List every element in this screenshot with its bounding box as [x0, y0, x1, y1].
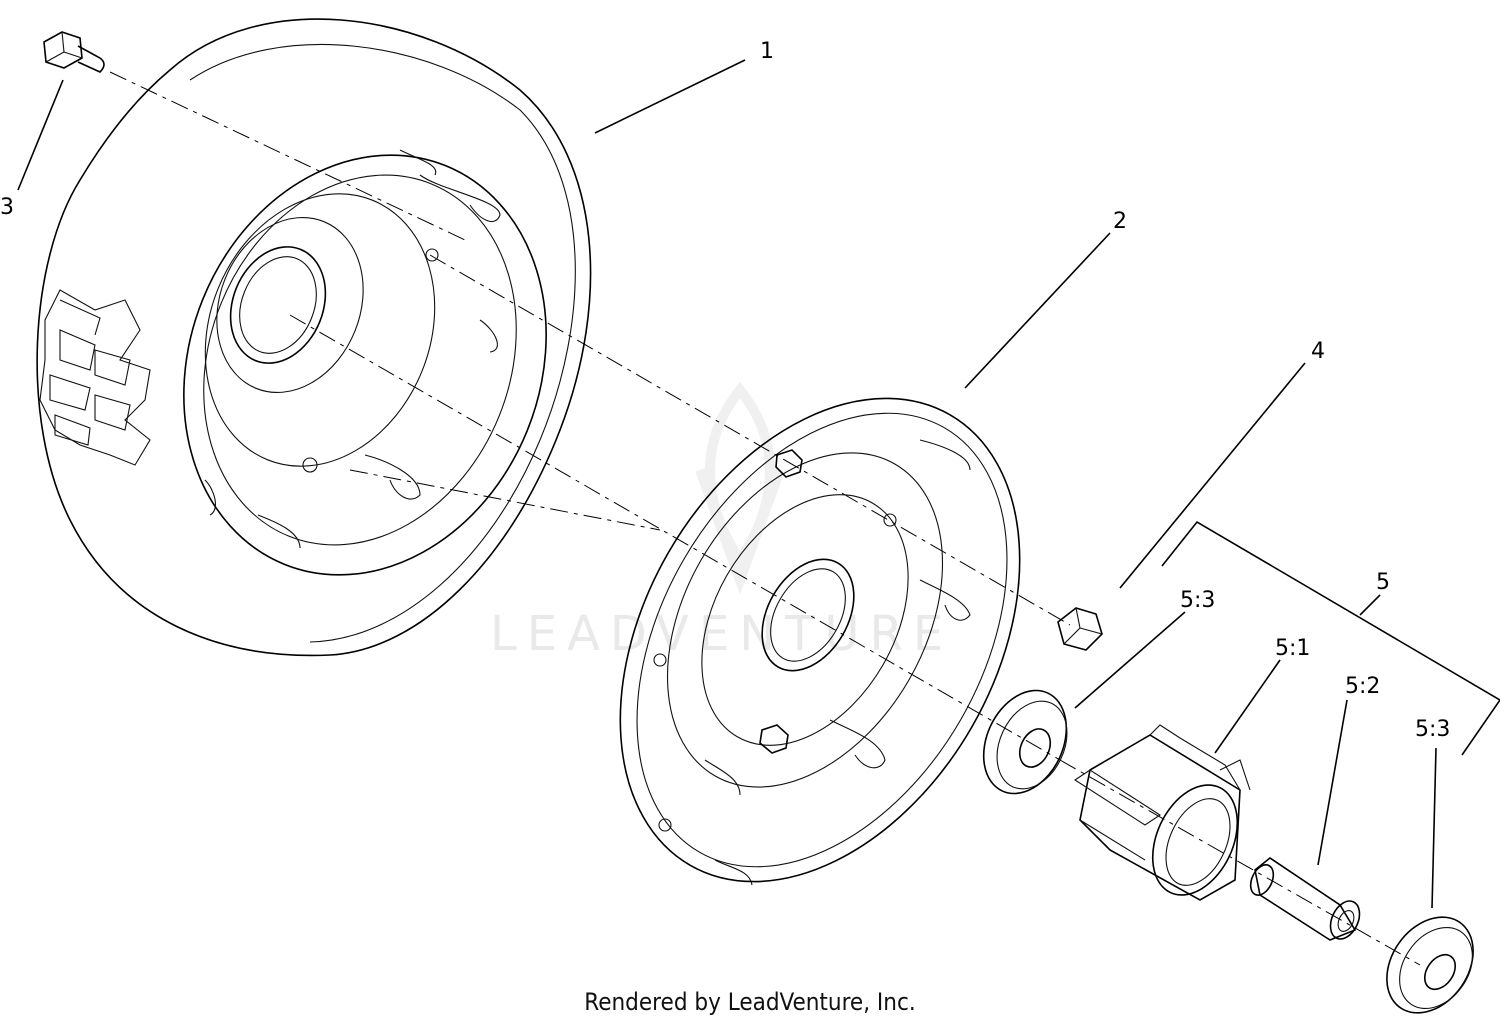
center-axis: [109, 71, 1421, 966]
callouts: 1 2 3 4 5 5:3 5:1 5:2 5:3: [0, 39, 1450, 742]
part-1-wheel-tire: [36, 18, 592, 657]
callout-5-2: 5:2: [1345, 674, 1380, 699]
callout-4: 4: [1311, 339, 1325, 364]
part-3-bolt: [43, 31, 105, 73]
part-5-1-hub: [1073, 724, 1251, 901]
watermark: LEADVENTURE: [490, 381, 953, 662]
callout-5-3-a: 5:3: [1180, 588, 1215, 613]
part-5-3-washer-a: [982, 689, 1068, 795]
part-4-nut: [1057, 607, 1103, 651]
callout-5: 5: [1376, 570, 1390, 595]
part-2-hub-plate: [619, 397, 1021, 886]
footer-credit: Rendered by LeadVenture, Inc.: [584, 988, 916, 1016]
callout-5-1: 5:1: [1275, 636, 1310, 661]
watermark-text: LEADVENTURE: [490, 606, 953, 662]
watermark-flame-icon: [695, 381, 785, 595]
callout-5-3-b: 5:3: [1415, 717, 1450, 742]
callout-1: 1: [760, 39, 774, 64]
callout-3: 3: [0, 195, 14, 220]
part-5-3-washer-b: [1386, 916, 1474, 1014]
part-5-2-spacer: [1249, 857, 1361, 941]
callout-2: 2: [1113, 209, 1127, 234]
leader-lines: [17, 59, 1500, 909]
